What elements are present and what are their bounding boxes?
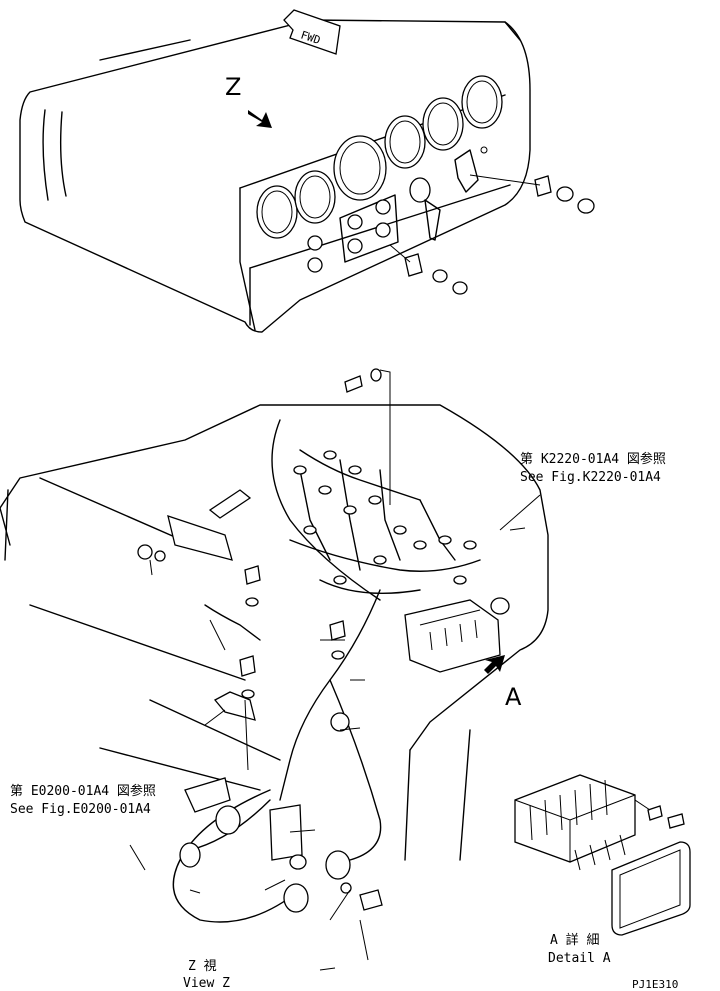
- detail-a-letter: A: [505, 683, 522, 711]
- fwd-arrow-icon: FWD: [283, 9, 341, 55]
- leader-lines: [129, 494, 541, 971]
- left-components: [137, 489, 351, 913]
- detail-a-arrow-icon: [484, 655, 505, 674]
- fwd-label: FWD: [299, 28, 322, 47]
- ref-left-jp: 第 E0200-01A4 図参照: [10, 783, 156, 799]
- toggle-switch-parts: [389, 174, 595, 295]
- detail-a-caption-jp: A 詳 細: [550, 932, 599, 948]
- detail-a-fuse-block: [514, 774, 691, 936]
- view-z-letter: Z: [225, 73, 241, 101]
- view-z-caption-jp: Z 視: [188, 959, 217, 974]
- drawing-code: PJ1E310: [632, 978, 678, 991]
- wiring-harness: [172, 419, 481, 923]
- switch-panel: [307, 146, 488, 273]
- ref-left-en: See Fig.E0200-01A4: [10, 802, 151, 817]
- fuse-box: [404, 597, 510, 673]
- view-z-arrow-icon: [248, 110, 272, 128]
- gauge-cluster: [256, 75, 503, 239]
- ref-top-jp: 第 K2220-01A4 図参照: [520, 451, 666, 467]
- bolts-and-washers: [239, 368, 391, 911]
- view-z-caption-en: View Z: [183, 976, 230, 991]
- detail-a-caption-en: Detail A: [548, 951, 611, 966]
- ref-top-en: See Fig.K2220-01A4: [520, 470, 661, 485]
